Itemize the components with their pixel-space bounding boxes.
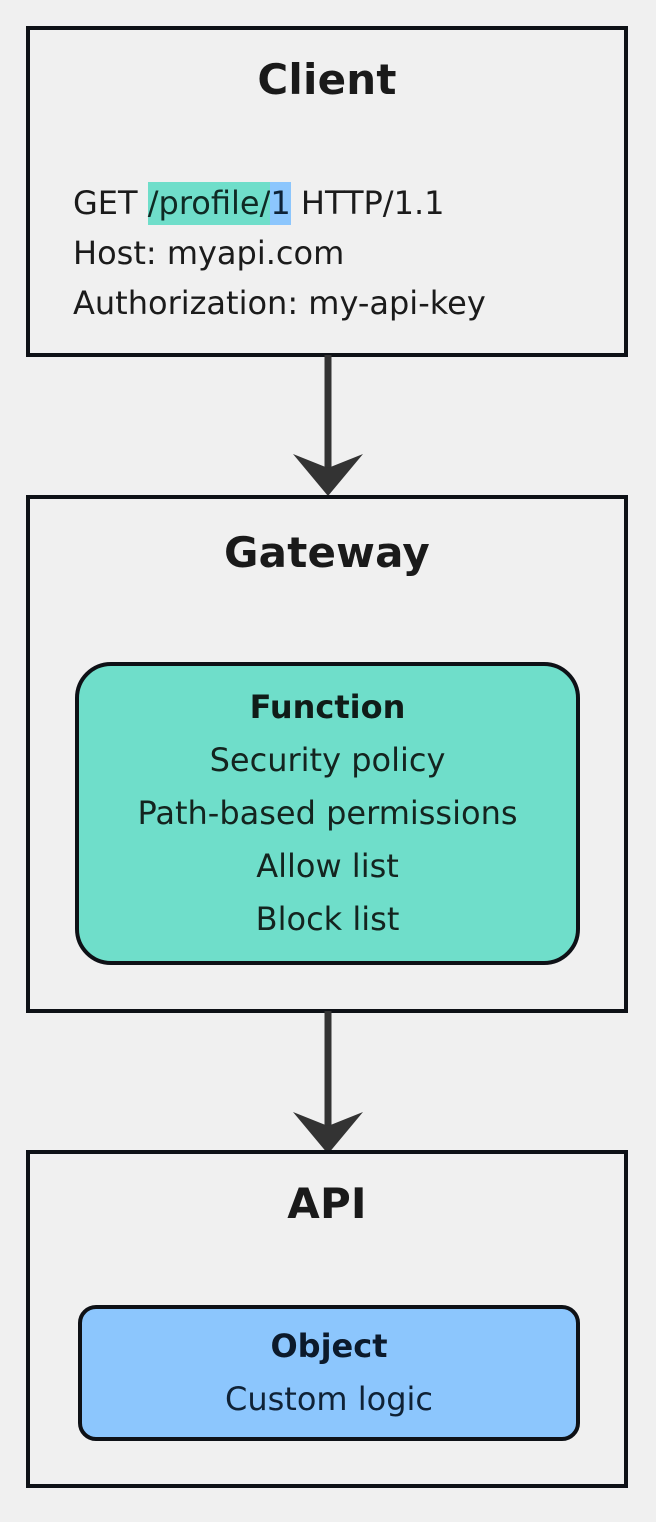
node-client[interactable]: Client GET /profile/1 HTTP/1.1 Host: mya… (26, 26, 628, 357)
arrow-gateway-to-api (293, 1011, 363, 1154)
subnode-function[interactable]: Function Security policy Path-based perm… (75, 662, 580, 965)
request-resource-id-highlight: 1 (270, 182, 291, 225)
client-request-block: GET /profile/1 HTTP/1.1 Host: myapi.com … (73, 178, 613, 328)
request-path-highlight: /profile/ (147, 182, 271, 225)
function-item-allow-list: Allow list (256, 847, 399, 885)
node-api-title: API (287, 1179, 367, 1228)
function-item-path-based-permissions: Path-based permissions (137, 794, 518, 832)
object-item-custom-logic: Custom logic (224, 1380, 434, 1418)
node-gateway-title: Gateway (223, 528, 430, 577)
subnode-function-title: Function (249, 688, 406, 726)
request-method: GET (73, 184, 148, 222)
function-item-block-list: Block list (255, 900, 400, 938)
subnode-object-title: Object (270, 1327, 388, 1365)
node-client-title: Client (257, 55, 397, 104)
request-protocol: HTTP/1.1 (290, 184, 445, 222)
request-line-start: GET /profile/1 HTTP/1.1 (73, 178, 613, 228)
request-header-authorization: Authorization: my-api-key (73, 284, 486, 322)
arrow-client-to-gateway (293, 355, 363, 496)
function-item-security-policy: Security policy (209, 741, 446, 779)
request-header-host: Host: myapi.com (73, 234, 345, 272)
subnode-object[interactable]: Object Custom logic (78, 1305, 580, 1441)
